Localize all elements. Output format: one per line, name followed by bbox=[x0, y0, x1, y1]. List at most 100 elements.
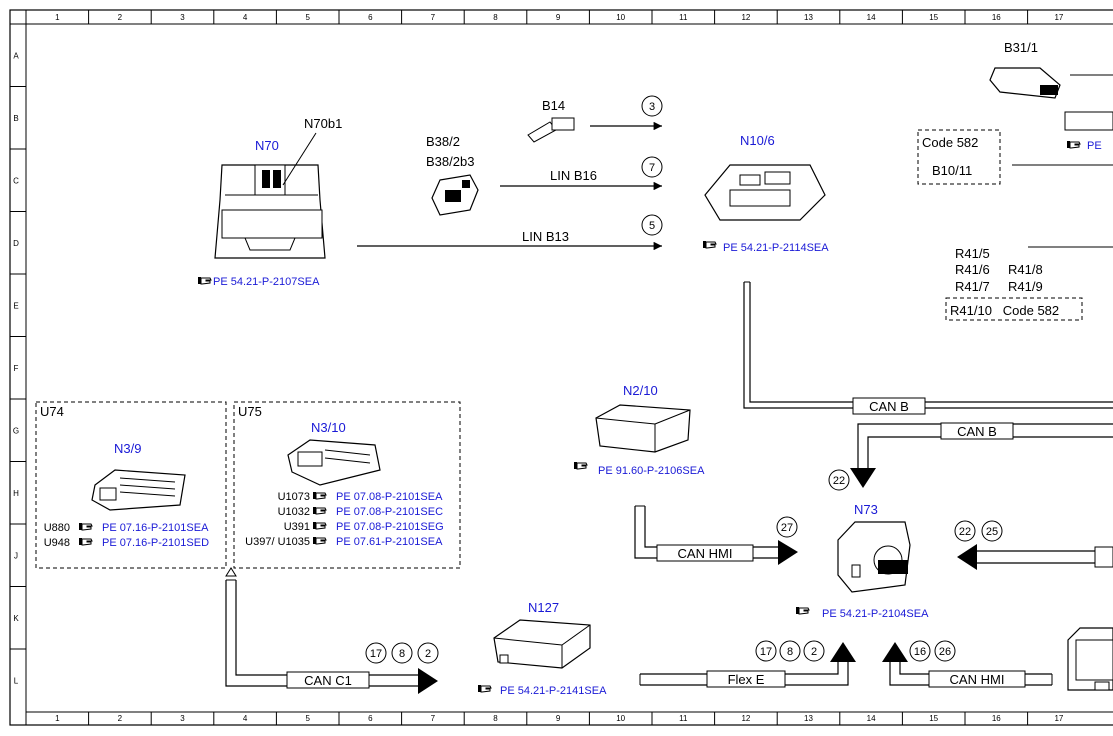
b14-temperature-sensor-icon bbox=[527, 117, 575, 143]
n2-10-control-unit-icon bbox=[595, 404, 691, 453]
b31-1-sensor-icon bbox=[989, 67, 1113, 131]
grid-row-E: E bbox=[13, 301, 18, 310]
reference-link[interactable]: PE 07.16-P-2101SED bbox=[102, 537, 209, 549]
r41-10-box bbox=[945, 297, 1083, 321]
u75-code-list: U1073 PE 07.08-P-2101SEA U1032 PE 07.08-P-2… bbox=[245, 491, 443, 548]
r41-6-label: R41/6 bbox=[955, 262, 990, 277]
grid-col-14: 14 bbox=[867, 13, 876, 22]
model-code: U880 bbox=[44, 522, 70, 534]
marker-3: 3 bbox=[649, 101, 655, 113]
grid-col-15: 15 bbox=[929, 13, 938, 22]
n3-10-label: N3/10 bbox=[311, 420, 346, 435]
b31-1-reference-partial[interactable]: PE bbox=[1087, 140, 1102, 152]
r41-7-label: R41/7 bbox=[955, 279, 990, 294]
n10-6-reference[interactable]: PE 54.21-P-2114SEA bbox=[723, 242, 829, 254]
n70b1-label: N70b1 bbox=[304, 116, 342, 131]
grid-row-K: K bbox=[13, 614, 19, 623]
marker-16: 16 bbox=[914, 646, 926, 658]
reference-link[interactable]: PE 07.16-P-2101SEA bbox=[102, 522, 209, 534]
n3-10-engine-control-unit-icon bbox=[287, 439, 381, 486]
marker-26: 26 bbox=[939, 646, 951, 658]
n73-ignition-switch-icon bbox=[837, 521, 911, 593]
flex-e-label: Flex E bbox=[728, 672, 765, 687]
can-b-label-2: CAN B bbox=[957, 424, 997, 439]
can-b-bus-1 bbox=[852, 397, 926, 415]
grid-row-B: B bbox=[13, 114, 18, 123]
grid-col-bottom-6: 6 bbox=[368, 714, 373, 723]
marker-25: 25 bbox=[986, 526, 998, 538]
can-hmi-label-2: CAN HMI bbox=[950, 672, 1005, 687]
n73-reference[interactable]: PE 54.21-P-2104SEA bbox=[822, 608, 929, 620]
marker-22-a: 22 bbox=[833, 475, 845, 487]
grid-col-12: 12 bbox=[741, 13, 750, 22]
grid-col-2: 2 bbox=[118, 13, 123, 22]
can-c1-bus bbox=[286, 671, 370, 689]
grid-col-bottom-4: 4 bbox=[243, 714, 248, 723]
n127-label: N127 bbox=[528, 600, 559, 615]
n70-label: N70 bbox=[255, 138, 279, 153]
n127-reference[interactable]: PE 54.21-P-2141SEA bbox=[500, 685, 607, 697]
marker-2-a: 2 bbox=[425, 648, 431, 660]
grid-col-5: 5 bbox=[305, 13, 310, 22]
reference-link[interactable]: PE 07.08-P-2101SEC bbox=[336, 506, 443, 518]
grid-col-7: 7 bbox=[431, 13, 436, 22]
b10-11-label: B10/11 bbox=[932, 163, 972, 178]
can-hmi-bus-2 bbox=[928, 670, 1026, 688]
grid-row-F: F bbox=[14, 364, 19, 373]
b38-2-label: B38/2 bbox=[426, 134, 460, 149]
n3-9-label: N3/9 bbox=[114, 441, 141, 456]
model-code: U1032 bbox=[278, 506, 310, 518]
lin-b13-label: LIN B13 bbox=[522, 229, 569, 244]
model-code: U948 bbox=[44, 537, 70, 549]
grid-col-11: 11 bbox=[679, 13, 688, 22]
reference-link[interactable]: PE 07.61-P-2101SEA bbox=[336, 536, 443, 548]
u75-group bbox=[233, 401, 461, 569]
grid-col-1: 1 bbox=[55, 13, 60, 22]
grid-col-bottom-12: 12 bbox=[741, 714, 750, 723]
u75-label: U75 bbox=[238, 404, 262, 419]
n10-6-label: N10/6 bbox=[740, 133, 775, 148]
can-hmi-bus-1 bbox=[656, 544, 754, 562]
flex-e-bus bbox=[706, 670, 786, 688]
n70-reference[interactable]: PE 54.21-P-2107SEA bbox=[213, 276, 320, 288]
marker-2-b: 2 bbox=[811, 646, 817, 658]
can-c1-label: CAN C1 bbox=[304, 673, 352, 688]
marker-8-b: 8 bbox=[787, 646, 793, 658]
model-code: U1073 bbox=[278, 491, 310, 503]
grid-row-A: A bbox=[13, 51, 19, 60]
grid-col-bottom-10: 10 bbox=[616, 714, 625, 723]
reference-link[interactable]: PE 07.08-P-2101SEG bbox=[336, 521, 444, 533]
n127-control-unit-icon bbox=[493, 619, 591, 669]
grid-col-9: 9 bbox=[556, 13, 561, 22]
marker-17-a: 17 bbox=[370, 648, 382, 660]
grid-col-bottom-1: 1 bbox=[55, 714, 60, 723]
grid-col-bottom-15: 15 bbox=[929, 714, 938, 723]
reference-link[interactable]: PE 07.08-P-2101SEA bbox=[336, 491, 443, 503]
grid-col-bottom-11: 11 bbox=[679, 714, 688, 723]
grid-col-bottom-2: 2 bbox=[118, 714, 123, 723]
r41-9-label: R41/9 bbox=[1008, 279, 1043, 294]
grid-col-10: 10 bbox=[616, 13, 625, 22]
marker-17-b: 17 bbox=[760, 646, 772, 658]
grid-col-bottom-17: 17 bbox=[1054, 714, 1063, 723]
n2-10-reference[interactable]: PE 91.60-P-2106SEA bbox=[598, 465, 705, 477]
grid-col-8: 8 bbox=[493, 13, 498, 22]
grid-col-bottom-5: 5 bbox=[305, 714, 310, 723]
grid-col-bottom-13: 13 bbox=[804, 714, 813, 723]
model-code: U397/ U1035 bbox=[245, 536, 310, 548]
code-582-box bbox=[917, 129, 1001, 185]
b38-rain-light-sensor-icon bbox=[431, 174, 479, 216]
grid-col-bottom-16: 16 bbox=[992, 714, 1001, 723]
grid-row-H: H bbox=[13, 489, 19, 498]
grid-col-13: 13 bbox=[804, 13, 813, 22]
model-code: U391 bbox=[284, 521, 310, 533]
u74-group bbox=[35, 401, 227, 569]
grid-col-bottom-3: 3 bbox=[180, 714, 185, 723]
n3-9-engine-control-unit-icon bbox=[91, 469, 186, 511]
grid-row-J: J bbox=[14, 551, 18, 560]
grid-row-G: G bbox=[13, 426, 19, 435]
